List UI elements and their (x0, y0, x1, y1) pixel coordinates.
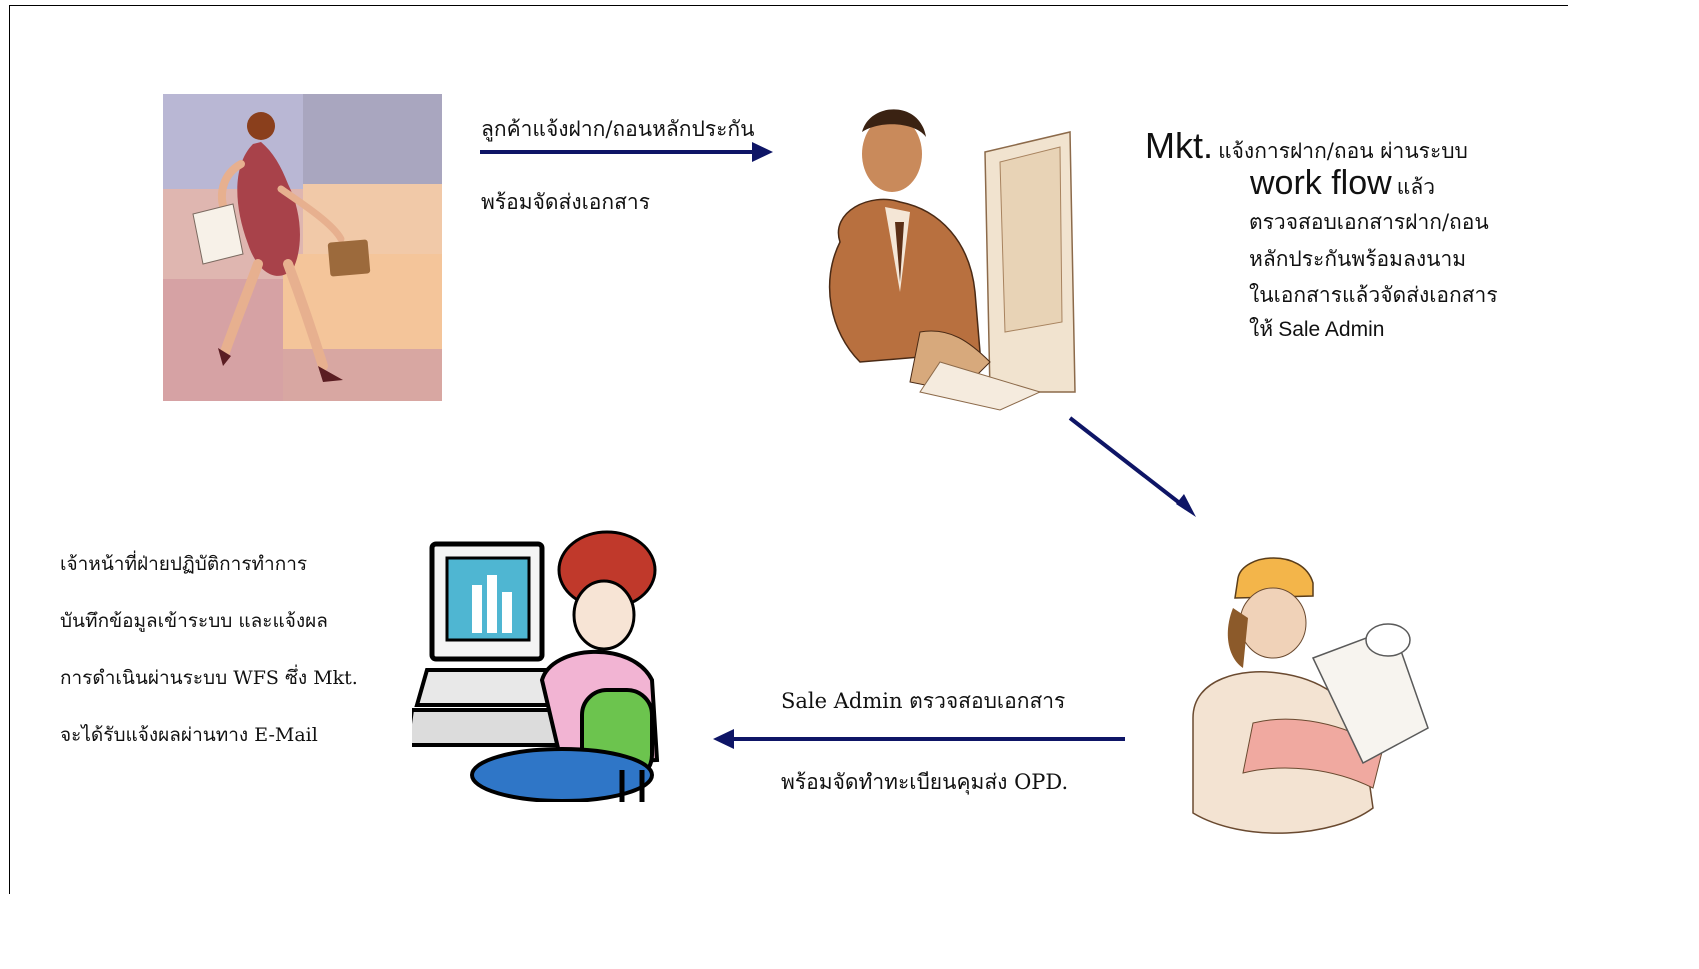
marketing-line3: ตรวจสอบเอกสารฝาก/ถอน (1249, 206, 1489, 239)
arrow-sale-admin-to-operations (713, 729, 1125, 749)
operations-line1: เจ้าหน้าที่ฝ่ายปฏิบัติการทำการ (60, 549, 307, 579)
operations-line4: จะได้รับแจ้งผลผ่านทาง E-Mail (60, 720, 318, 750)
marketing-line5: ในเอกสารแล้วจัดส่งเอกสาร (1249, 279, 1498, 312)
operations-line2: บันทึกข้อมูลเข้าระบบ และแจ้งผล (60, 606, 328, 636)
marketing-line6-rest: Sale Admin (1278, 318, 1384, 341)
workflow-term: work flow (1250, 164, 1392, 202)
marketing-line2: work flow แล้ว (1250, 166, 1435, 200)
workflow-diagram: ลูกค้าแจ้งฝาก/ถอนหลักประกัน พร้อมจัดส่งเ… (0, 0, 1568, 894)
sale-admin-line1: Sale Admin ตรวจสอบเอกสาร (781, 685, 1065, 718)
marketing-line1-rest: แจ้งการฝาก/ถอน ผ่านระบบ (1218, 139, 1468, 163)
marketing-line4: หลักประกันพร้อมลงนาม (1249, 243, 1466, 276)
customer-notify-line2: พร้อมจัดส่งเอกสาร (481, 186, 650, 219)
marketing-line2-rest: แล้ว (1397, 175, 1435, 199)
customer-notify-line1: ลูกค้าแจ้งฝาก/ถอนหลักประกัน (481, 113, 754, 146)
marketing-line6-thai: ให้ (1249, 317, 1273, 341)
operations-line3: การดำเนินผ่านระบบ WFS ซึ่ง Mkt. (60, 663, 358, 693)
marketing-line1: Mkt. แจ้งการฝาก/ถอน ผ่านระบบ (1145, 128, 1468, 164)
marketing-prefix: Mkt. (1145, 125, 1213, 166)
sale-admin-line2: พร้อมจัดทำทะเบียนคุมส่ง OPD. (781, 766, 1068, 799)
marketing-line6: ให้ Sale Admin (1249, 313, 1384, 346)
arrow-marketing-to-sale-admin (1070, 418, 1196, 517)
